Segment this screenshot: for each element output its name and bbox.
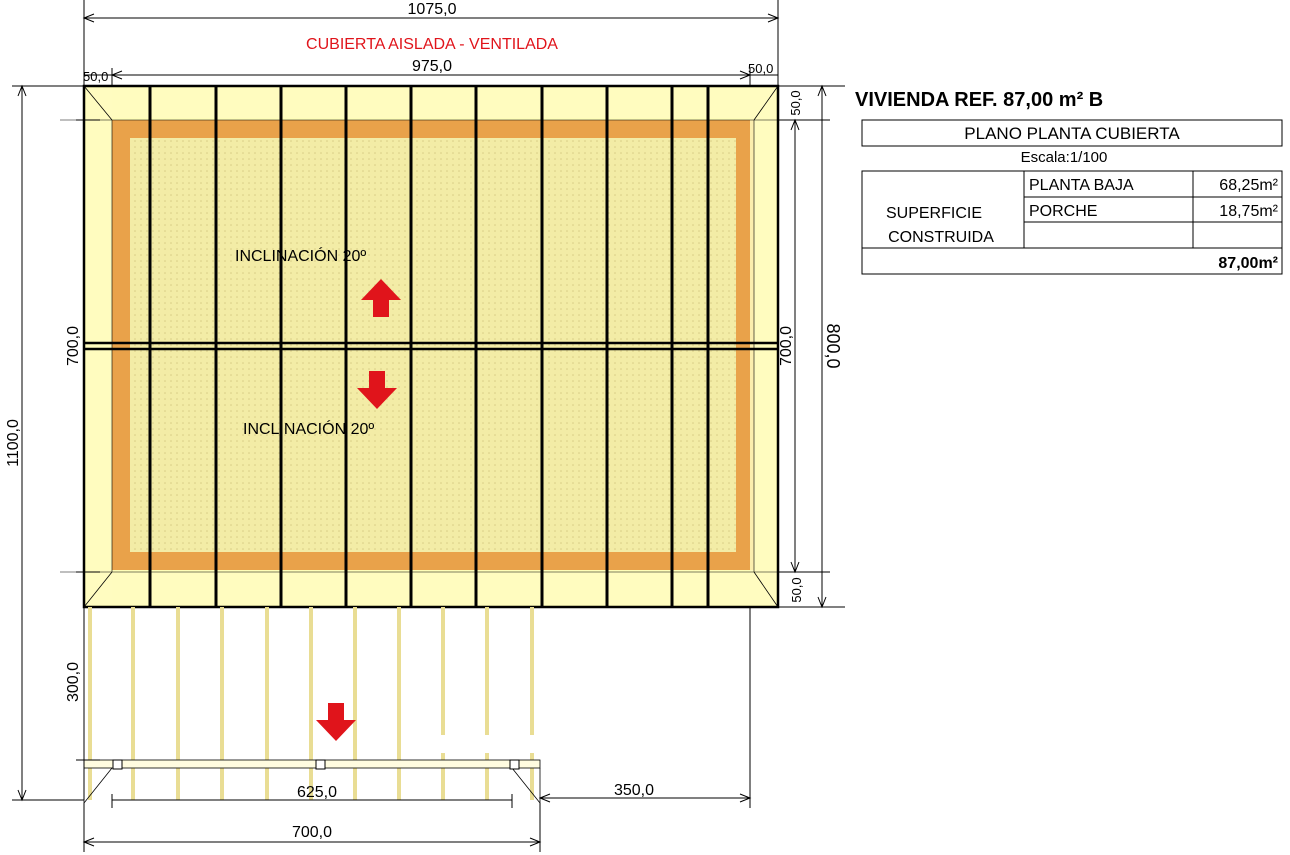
project-title: VIVIENDA REF. 87,00 m² B [855, 89, 1103, 111]
plan-scale: Escala:1/100 [1021, 149, 1108, 166]
dim-right-total-height: 800,0 [823, 323, 843, 368]
dim-overall-width: 1075,0 [408, 1, 457, 18]
dim-overall-height: 1100,0 [5, 419, 22, 467]
surface-row-value: 18,75m² [1219, 203, 1278, 220]
dim-porch-inner-width: 625,0 [297, 784, 337, 801]
porch-column [315, 759, 326, 770]
surface-row-value: 68,25m² [1219, 177, 1278, 194]
dim-porch-width: 700,0 [292, 824, 332, 841]
dim-overhang-right: 50,0 [748, 61, 773, 76]
roof-outline [60, 84, 800, 609]
dim-right-roof-height: 700,0 [778, 326, 795, 366]
plan-name: PLANO PLANTA CUBIERTA [964, 124, 1180, 143]
porch-column [112, 759, 123, 770]
dim-overhang-left: 50,0 [83, 69, 108, 84]
roof-rafters [148, 86, 710, 607]
surface-row-name: PLANTA BAJA [1029, 177, 1134, 194]
slope-label-upper: INCLINACIÓN 20º [235, 246, 366, 265]
dim-porch-depth: 300,0 [65, 662, 82, 702]
drawing-subtitle: CUBIERTA AISLADA - VENTILADA [306, 36, 558, 53]
surface-label-line2: CONSTRUIDA [888, 229, 994, 246]
dim-left-roof-height: 700,0 [65, 326, 82, 366]
surface-label-line1: SUPERFICIE [886, 205, 982, 222]
dim-porch-right-offset: 350,0 [614, 782, 654, 799]
slope-arrow-down-porch [316, 703, 356, 741]
dim-overhang-bottom: 50,0 [789, 577, 804, 602]
surface-row-name: PORCHE [1029, 203, 1097, 220]
slope-label-lower: INCLINACIÓN 20º [243, 419, 374, 438]
dim-overhang-top: 50,0 [788, 90, 803, 115]
slope-arrow-down [357, 371, 397, 409]
porch-structure [83, 607, 541, 804]
title-block: VIVIENDA REF. 87,00 m² B PLANO PLANTA CU… [855, 89, 1283, 275]
dimension-lines [12, 0, 845, 852]
porch-column [509, 759, 520, 770]
roof-ridge [84, 341, 778, 351]
slope-arrow-up [361, 279, 401, 317]
surface-total: 87,00m² [1218, 255, 1278, 272]
dim-inner-width: 975,0 [412, 58, 452, 75]
